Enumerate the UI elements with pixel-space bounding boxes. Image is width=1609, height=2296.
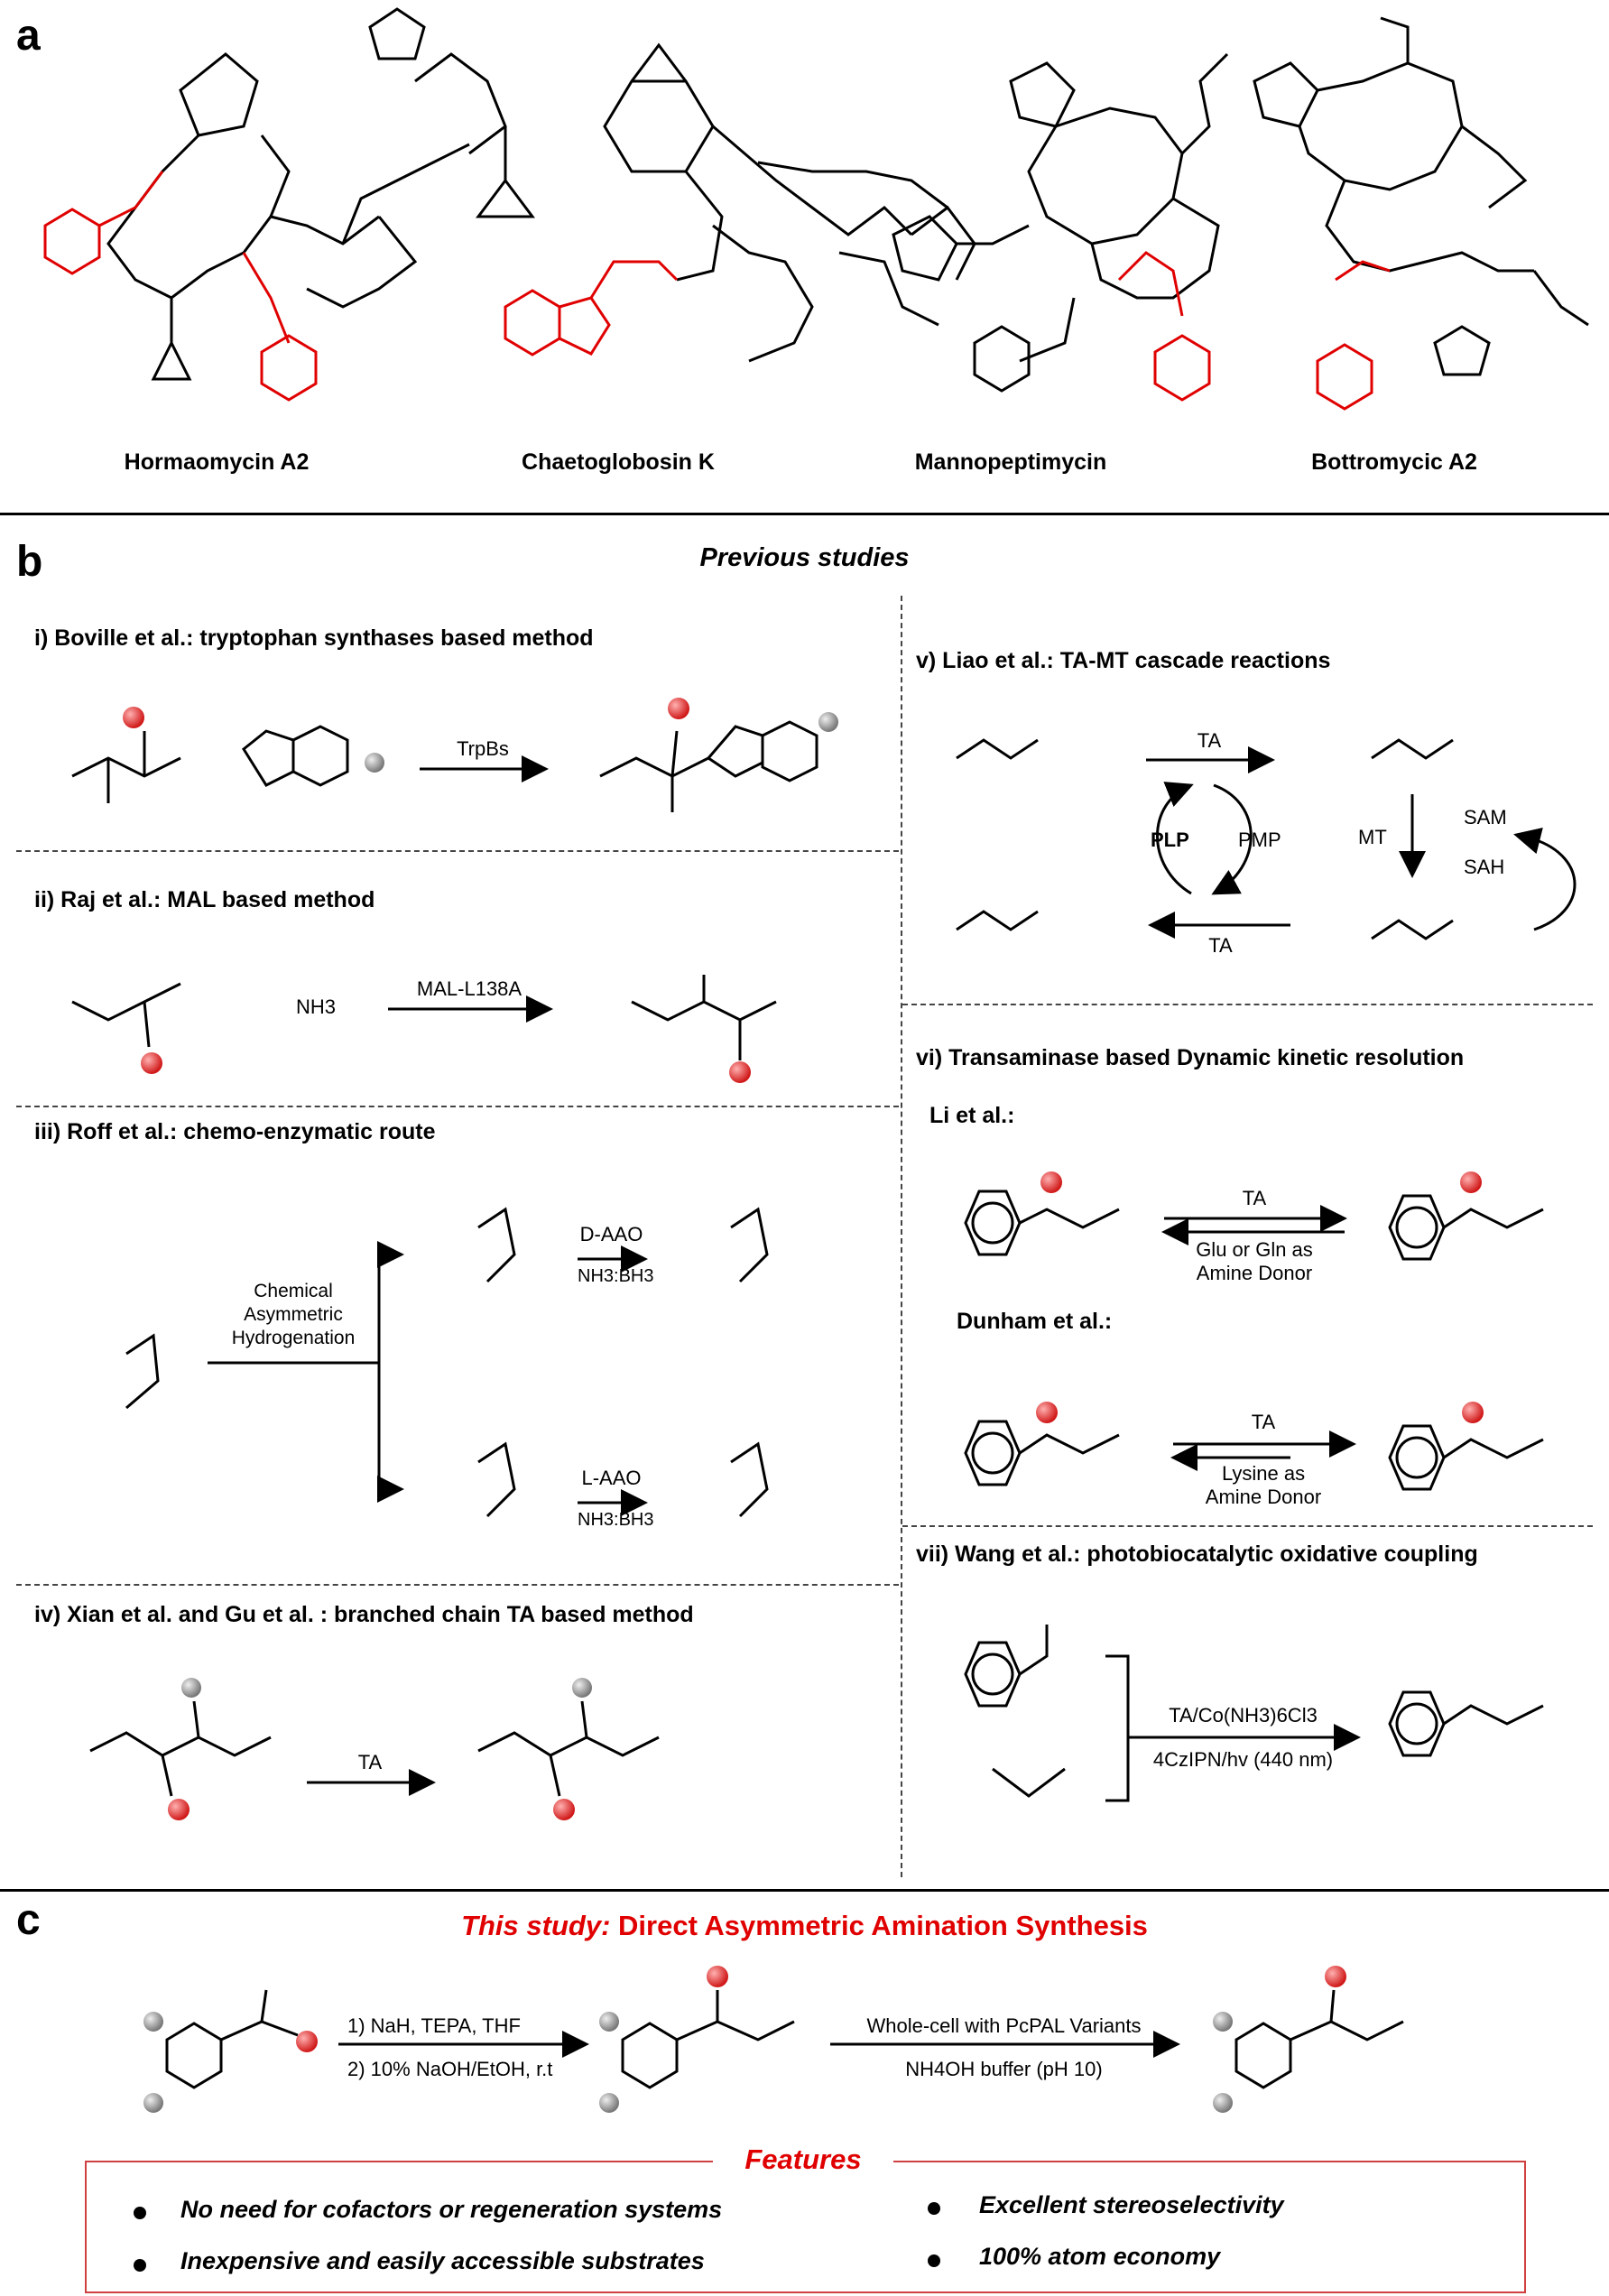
feature-item-3: Excellent stereoselectivity [979, 2191, 1284, 2218]
feature-item-1: No need for cofactors or regeneration sy… [180, 2196, 723, 2223]
li-donor-label-1: Glu or Gln as [1196, 1238, 1313, 1261]
panel-letter-a: a [16, 12, 41, 60]
wang-cond-2: 4CzIPN/hv (440 nm) [1152, 1748, 1334, 1771]
section-i-title: i) Boville et al.: tryptophan synthases … [34, 625, 594, 651]
nh3-reagent: NH3 [296, 995, 337, 1018]
divider-i-ii [16, 850, 899, 852]
compound-name-bottromycin: Bottromycic A2 [1311, 449, 1477, 475]
step2-cond-b: NH4OH buffer (pH 10) [905, 2058, 1103, 2080]
dunham-donor-label-1: Lysine as [1221, 1462, 1306, 1485]
d-aao-label: D-AAO [579, 1223, 643, 1245]
this-study-title: This study: Direct Asymmetric Amination … [0, 1910, 1609, 1942]
compound-name-mannopeptimycin: Mannopeptimycin [914, 449, 1107, 475]
center-dashed-divider [901, 596, 902, 1877]
feature-bullet [928, 2254, 940, 2267]
divider-v-vi [902, 1004, 1593, 1005]
sam-label: SAM [1464, 806, 1507, 829]
bottromycin-red-fragments [1316, 260, 1391, 411]
divider-a-b [0, 513, 1609, 515]
section-vii-title: vii) Wang et al.: photobiocatalytic oxid… [916, 1541, 1478, 1567]
mt-label: MT [1358, 826, 1387, 848]
features-box [85, 2161, 1526, 2293]
feature-bullet [134, 2259, 146, 2272]
section-iv-title: iv) Xian et al. and Gu et al. : branched… [34, 1602, 694, 1627]
compound-name-chaetoglobosin: Chaetoglobosin K [522, 449, 715, 475]
ta-forward-label: TA [1197, 729, 1222, 752]
divider-iii-iv [16, 1584, 899, 1586]
li-label: Li et al.: [929, 1103, 1015, 1128]
li-donor-label-2: Amine Donor [1196, 1262, 1313, 1284]
this-study-scheme [165, 1989, 1404, 2089]
wang-cond-1: TA/Co(NH3)6Cl3 [1169, 1704, 1318, 1727]
feature-bullet [928, 2202, 940, 2215]
trpbs-label: TrpBs [457, 737, 509, 760]
section-v-title: v) Liao et al.: TA-MT cascade reactions [916, 648, 1331, 673]
hormaomycin-structure [106, 7, 535, 381]
divider-b-c [0, 1889, 1609, 1892]
dunham-label: Dunham et al.: [957, 1309, 1113, 1334]
pmp-label: PMP [1238, 829, 1281, 851]
boville-scheme [71, 720, 818, 812]
ta-label-iv: TA [357, 1751, 383, 1773]
hydrogenation-label: Chemical Asymmetric Hydrogenation [231, 1281, 356, 1348]
chaetoglobosin-structure [603, 42, 976, 363]
panel-letter-c: c [16, 1896, 41, 1944]
plp-label: PLP [1151, 829, 1189, 851]
step1-cond-b: 2) 10% NaOH/EtOH, r.t [347, 2058, 553, 2080]
mannopeptimycin-red-fragments [1117, 251, 1211, 402]
section-ii-title: ii) Raj et al.: MAL based method [34, 887, 375, 912]
bottromycin-structure [1253, 16, 1589, 376]
section-vi-title: vi) Transaminase based Dynamic kinetic r… [916, 1045, 1465, 1070]
l-aao-label: L-AAO [581, 1467, 642, 1489]
this-study-heading: Direct Asymmetric Amination Synthesis [618, 1910, 1148, 1941]
mannopeptimycin-structure [892, 52, 1229, 393]
li-ta-label: TA [1242, 1187, 1267, 1209]
dunham-donor-label-2: Amine Donor [1205, 1486, 1322, 1508]
ta-reverse-label: TA [1208, 934, 1233, 957]
divider-ii-iii [16, 1106, 899, 1107]
panel-letter-b: b [16, 538, 43, 586]
dkr-schemes [964, 1190, 1544, 1491]
grey-sphere-substituent [365, 753, 384, 773]
xian-gu-scheme [89, 1700, 660, 1797]
divider-vi-vii [902, 1525, 1593, 1527]
features-title: Features [744, 2143, 862, 2175]
chaetoglobosin-red-fragments [504, 260, 679, 356]
d-reductant-label: NH3:BH3 [578, 1266, 654, 1286]
red-sphere-substituent [123, 707, 144, 728]
roff-scheme [125, 1207, 769, 1518]
feature-item-2: Inexpensive and easily accessible substr… [180, 2247, 705, 2274]
dunham-ta-label: TA [1251, 1411, 1276, 1433]
this-study-label: This study: [461, 1910, 611, 1941]
compound-name-hormaomycin: Hormaomycin A2 [124, 449, 310, 475]
previous-studies-heading: Previous studies [699, 543, 910, 572]
l-reductant-label: NH3:BH3 [578, 1510, 654, 1530]
raj-scheme [71, 975, 777, 1060]
section-iii-title: iii) Roff et al.: chemo-enzymatic route [34, 1119, 436, 1144]
wang-scheme [964, 1625, 1544, 1802]
step2-cond-a: Whole-cell with PcPAL Variants [866, 2014, 1142, 2037]
feature-item-4: 100% atom economy [979, 2243, 1221, 2270]
sah-label: SAH [1464, 856, 1505, 878]
liao-scheme [956, 738, 1577, 940]
hormaomycin-red-fragments [43, 171, 318, 402]
step1-cond-a: 1) NaH, TEPA, THF [347, 2014, 521, 2037]
feature-bullet [134, 2207, 146, 2219]
mal-label: MAL-L138A [416, 977, 522, 1000]
